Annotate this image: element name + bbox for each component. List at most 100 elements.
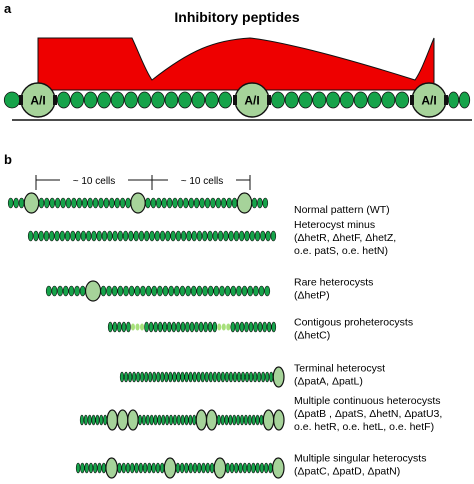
vegetative-cell [184,371,189,383]
heterocyst [236,192,253,214]
vegetative-cell [239,321,245,333]
mutant-label-line: Rare heterocysts [294,277,373,289]
vegetative-cell [339,91,354,109]
vegetative-cell [155,462,161,474]
mutant-row: Multiple singular heterocysts(ΔpatC, Δpa… [75,453,426,479]
vegetative-cell [263,462,269,474]
vegetative-cell [7,197,14,209]
vegetative-cell [224,414,229,426]
heterocyst [205,409,218,431]
vegetative-cell [253,321,258,333]
vegetative-cell [235,321,240,333]
vegetative-cell [59,230,66,242]
vegetative-cell [172,371,177,383]
vegetative-cell [125,462,131,474]
vegetative-cell [248,371,254,383]
vegetative-cell [112,230,118,242]
vegetative-cell [247,414,252,426]
vegetative-cell [153,414,158,426]
vegetative-cell [218,91,233,109]
vegetative-cell [144,321,149,333]
vegetative-cell [215,197,222,209]
vegetative-cell [207,230,213,242]
vegetative-cell [151,285,158,297]
vegetative-cell [168,414,174,426]
vegetative-cell [44,197,50,209]
vegetative-cell [83,91,98,109]
vegetative-cell [81,197,88,209]
vegetative-cell [228,414,233,426]
vegetative-cell [137,91,152,109]
vegetative-cell [284,91,299,109]
vegetative-cell [142,462,148,474]
proheterocyst [139,323,145,331]
vegetative-cell [84,462,89,474]
vegetative-cell [220,414,225,426]
heterocyst [84,280,102,302]
vegetative-cell [168,285,175,297]
vegetative-cell [243,414,248,426]
proheterocyst [221,323,226,331]
vegetative-cell [151,462,156,474]
vegetative-cell [3,91,21,109]
mutant-label-line: (ΔhetC) [294,330,330,342]
vegetative-cell [252,371,258,383]
vegetative-cell [117,230,124,242]
vegetative-cell [220,371,225,383]
heterocyst-label: A/I [30,94,45,108]
vegetative-cell [242,462,248,474]
vegetative-cell [180,230,187,242]
vegetative-cell [70,91,85,109]
vegetative-cell [154,230,161,242]
mutant-row: Terminal heterocyst(ΔpatA, ΔpatL) [119,363,385,388]
scale-label-2: ~ 10 cells [181,176,224,187]
vegetative-cell [33,230,39,242]
vegetative-cell [134,285,141,297]
vegetative-cell [160,371,165,383]
vegetative-cell [176,414,181,426]
vegetative-cell [223,230,229,242]
vegetative-cell [240,371,246,383]
vegetative-cell [270,91,285,109]
mutant-label-line: Contigous proheterocysts [294,317,413,329]
vegetative-cell [123,371,129,383]
vegetative-cell [124,91,138,109]
vegetative-cell [177,197,184,209]
vegetative-cell [207,321,213,333]
vegetative-cell [458,91,471,109]
vegetative-cell [168,371,173,383]
heterocyst [195,409,208,431]
vegetative-cell [80,462,85,474]
vegetative-cell [247,285,254,297]
vegetative-cell [228,371,234,383]
vegetative-cell [76,197,83,209]
vegetative-cell [122,230,129,242]
vegetative-cell [111,285,118,297]
vegetative-cell [140,371,145,383]
vegetative-cell [251,462,256,474]
vegetative-cell [54,230,60,242]
vegetative-cell [192,462,198,474]
vegetative-cell [184,414,189,426]
heterocyst [116,409,129,431]
vegetative-cell [148,371,153,383]
vegetative-cell [395,91,410,109]
vegetative-cell [188,197,195,209]
panel-a: a Inhibitory peptides A/I A/I A/I [3,1,472,121]
vegetative-cell [60,197,66,209]
vegetative-cell [95,414,100,426]
vegetative-cell [196,371,201,383]
vegetative-cell [145,197,151,209]
vegetative-cell [212,371,217,383]
vegetative-cell [262,321,268,333]
vegetative-cell [200,371,205,383]
vegetative-cell [192,371,197,383]
vegetative-cell [236,285,242,297]
vegetative-cell [74,285,80,297]
vegetative-cell [231,197,238,209]
vegetative-cell [224,285,231,297]
heterocyst [262,409,275,431]
vegetative-cell [228,230,234,242]
vegetative-cell [226,197,232,209]
